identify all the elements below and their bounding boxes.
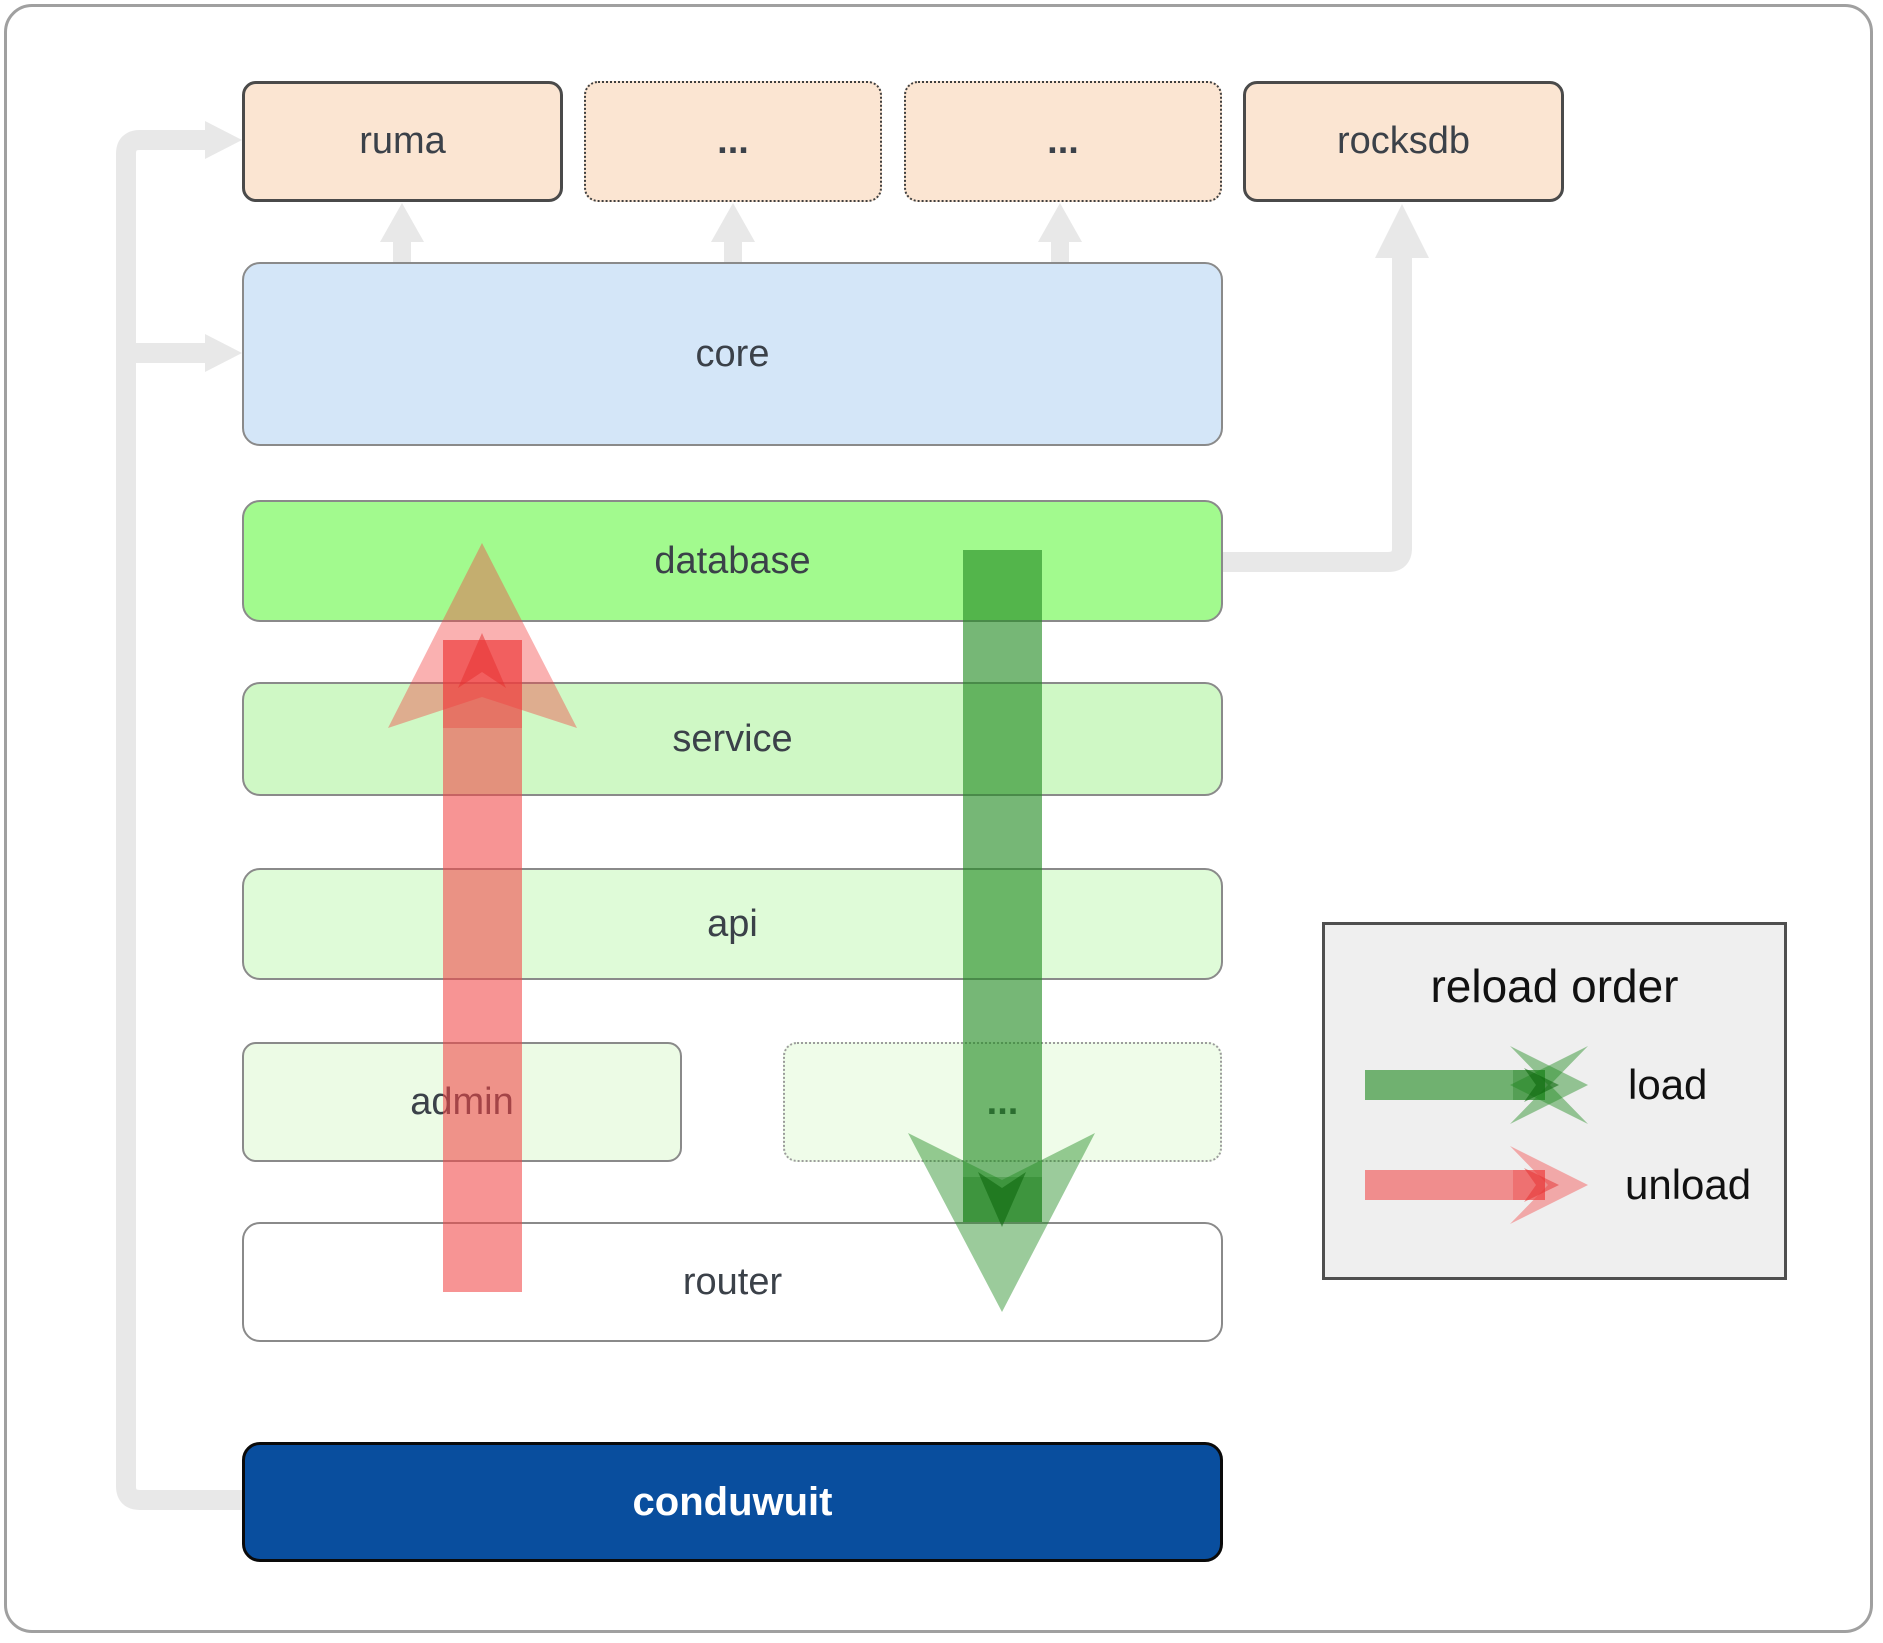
node-dots-3: ... <box>783 1042 1222 1162</box>
arrowhead-into-rocksdb-icon <box>1375 204 1429 258</box>
stub-core-to-dots1 <box>724 238 742 264</box>
node-dots-2-label: ... <box>1047 120 1079 162</box>
node-database-label: database <box>654 539 811 582</box>
legend-unload-arrow-icon <box>1365 1146 1588 1224</box>
stub-core-to-dots2 <box>1051 238 1069 264</box>
node-conduwuit: conduwuit <box>242 1442 1223 1562</box>
node-router: router <box>242 1222 1223 1342</box>
legend: reload order load unload <box>1322 922 1787 1280</box>
stub-core-to-ruma <box>393 238 411 264</box>
node-core-label: core <box>695 332 770 375</box>
arrowhead-stub-dots2-icon <box>1038 203 1082 242</box>
connector-conduwuit-to-core <box>116 343 207 364</box>
node-api-label: api <box>707 902 758 945</box>
node-core: core <box>242 262 1223 446</box>
node-ruma-label: ruma <box>359 120 446 162</box>
node-admin-label: admin <box>410 1080 514 1123</box>
node-rocksdb: rocksdb <box>1243 81 1564 202</box>
legend-title: reload order <box>1430 960 1679 1012</box>
legend-load-label: load <box>1628 1061 1708 1108</box>
legend-arrow-graphics <box>1365 1046 1588 1224</box>
node-database: database <box>242 500 1223 622</box>
arrowhead-into-ruma-icon <box>205 121 242 159</box>
connector-database-to-rocksdb <box>1223 256 1412 572</box>
node-router-label: router <box>682 1260 783 1303</box>
legend-load-arrow-icon <box>1365 1046 1588 1124</box>
arrowhead-stub-dots1-icon <box>711 203 755 242</box>
node-admin: admin <box>242 1042 682 1162</box>
arrowhead-stub-ruma-icon <box>380 203 424 242</box>
canvas-border <box>4 4 1873 1633</box>
arrowhead-into-core-icon <box>205 334 242 372</box>
node-api: api <box>242 868 1223 980</box>
node-dots-1: ... <box>584 81 882 202</box>
node-dots-2: ... <box>904 81 1222 202</box>
node-service-label: service <box>672 717 793 760</box>
node-conduwuit-label: conduwuit <box>632 1479 833 1524</box>
legend-unload-label: unload <box>1625 1161 1752 1208</box>
node-service: service <box>242 682 1223 796</box>
node-ruma: ruma <box>242 81 563 202</box>
node-dots-3-label: ... <box>986 1080 1019 1123</box>
node-rocksdb-label: rocksdb <box>1336 120 1471 162</box>
node-dots-1-label: ... <box>717 120 749 162</box>
connector-conduwuit-to-ruma <box>116 130 242 1510</box>
